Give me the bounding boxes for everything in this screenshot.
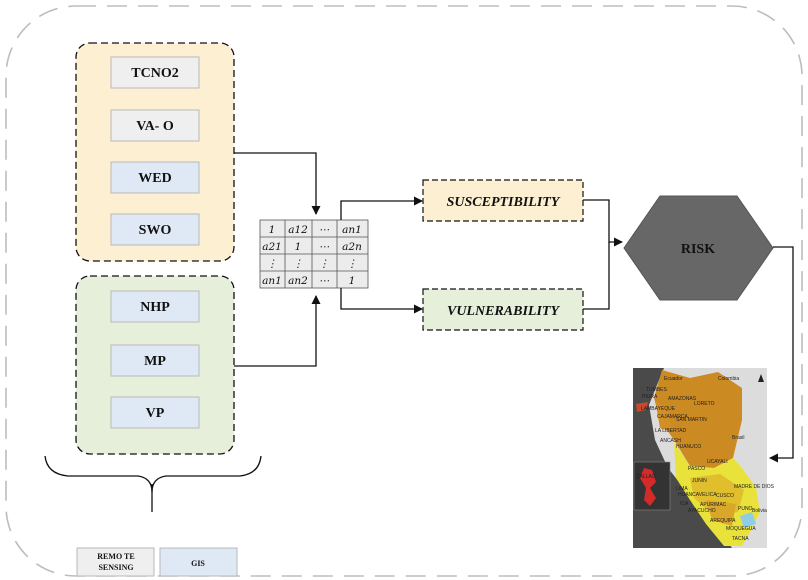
map-label: LORETO bbox=[694, 401, 715, 407]
map-label: CAJAMARCA bbox=[657, 414, 689, 420]
connector-susceptibility-to-risk bbox=[583, 199, 623, 247]
matrix-cell: ⋮ bbox=[319, 258, 330, 270]
map-label: LA LIBERTAD bbox=[655, 428, 687, 434]
map-label: AYACUCHO bbox=[688, 508, 716, 514]
map-label: UCAYALI bbox=[707, 459, 728, 465]
connector-rs-to-matrix bbox=[234, 152, 321, 215]
risk-map: Ecuador Colombia Brasil Bolivia LORETO A… bbox=[633, 368, 775, 548]
map-label: AREQUIPA bbox=[710, 518, 736, 524]
input-label: VP bbox=[146, 406, 165, 421]
matrix-cell: ⋮ bbox=[267, 258, 278, 270]
input-box-va-o: VA- O bbox=[110, 109, 200, 142]
legend-gis: GIS bbox=[159, 547, 238, 577]
susceptibility-label: SUSCEPTIBILITY bbox=[447, 195, 561, 210]
input-box-mp: MP bbox=[110, 344, 200, 377]
legend-remote-sensing: REMO TE SENSING bbox=[76, 547, 155, 577]
map-label: TACNA bbox=[732, 536, 749, 542]
map-label: JUNIN bbox=[692, 478, 707, 484]
susceptibility-box: SUSCEPTIBILITY bbox=[422, 179, 584, 222]
input-box-vp: VP bbox=[110, 396, 200, 429]
matrix-cell: an1 bbox=[342, 224, 362, 236]
legend-remote-sensing-line2: SENSING bbox=[98, 563, 133, 572]
risk-hexagon: RISK bbox=[623, 195, 774, 301]
grouping-brace bbox=[44, 455, 262, 493]
connector-risk-to-map bbox=[769, 246, 794, 463]
map-label: CALLAO bbox=[636, 474, 656, 480]
map-label: PUNO bbox=[738, 506, 753, 512]
map-label: ANCASH bbox=[660, 438, 681, 444]
input-label: MP bbox=[144, 354, 166, 369]
matrix-cell: 1 bbox=[295, 241, 302, 253]
matrix-cell: an1 bbox=[262, 275, 282, 287]
vulnerability-box: VULNERABILITY bbox=[422, 288, 584, 331]
input-box-wed: WED bbox=[110, 161, 200, 194]
input-label: WED bbox=[138, 171, 171, 186]
matrix-cell: a21 bbox=[262, 241, 282, 253]
matrix-cell: 1 bbox=[349, 275, 356, 287]
map-label: Ecuador bbox=[664, 376, 683, 382]
map-label: Bolivia bbox=[752, 508, 767, 514]
map-label: SAN MARTIN bbox=[676, 417, 707, 423]
input-label: VA- O bbox=[136, 119, 174, 134]
legend-remote-sensing-line1: REMO TE bbox=[97, 552, 134, 561]
matrix-cell: ⋮ bbox=[347, 258, 358, 270]
input-label: NHP bbox=[140, 300, 170, 315]
risk-label: RISK bbox=[681, 242, 715, 257]
map-label: CUSCO bbox=[716, 493, 734, 499]
legend-gis-label: GIS bbox=[191, 559, 205, 568]
connector-matrix-to-susceptibility bbox=[340, 196, 423, 220]
map-label: MOQUEGUA bbox=[726, 526, 756, 532]
map-label: LAMBAYEQUE bbox=[641, 406, 676, 412]
map-label: Brasil bbox=[732, 435, 745, 441]
remote-sensing-panel bbox=[75, 42, 235, 262]
matrix-cell: a12 bbox=[288, 224, 308, 236]
input-box-nhp: NHP bbox=[110, 290, 200, 323]
matrix-cell: ⋮ bbox=[293, 258, 304, 270]
connector-vulnerability-to-risk bbox=[583, 242, 610, 310]
connector-matrix-to-vulnerability bbox=[340, 288, 423, 314]
matrix-cell: an2 bbox=[288, 275, 308, 287]
map-label: HUANCAVELICA bbox=[678, 492, 717, 498]
connector-gis-to-matrix bbox=[234, 295, 321, 367]
input-label: SWO bbox=[139, 223, 172, 238]
matrix-cell: 1 bbox=[269, 224, 276, 236]
map-label: AMAZONAS bbox=[668, 396, 697, 402]
matrix-cell: ⋯ bbox=[319, 224, 330, 236]
map-label: APURIMAC bbox=[700, 502, 727, 508]
input-label: TCNO2 bbox=[131, 66, 178, 81]
map-label: HUANUCO bbox=[676, 444, 701, 450]
map-label: LIMA bbox=[676, 486, 688, 492]
map-label: PASCO bbox=[688, 466, 705, 472]
input-box-tcno2: TCNO2 bbox=[110, 56, 200, 89]
map-label: TUMBES bbox=[646, 387, 668, 393]
vulnerability-label: VULNERABILITY bbox=[447, 304, 560, 319]
map-label: PIURA bbox=[642, 394, 658, 400]
matrix-cell: ⋯ bbox=[319, 275, 330, 287]
legend-remote-sensing-label: REMO TE SENSING bbox=[97, 552, 134, 572]
map-label: Colombia bbox=[718, 376, 739, 382]
outer-frame bbox=[5, 5, 803, 577]
map-label: ICA bbox=[680, 501, 689, 507]
map-label: MADRE DE DIOS bbox=[734, 484, 775, 490]
pairwise-matrix: 1 a12 ⋯ an1 a21 1 ⋯ a2n ⋮ ⋮ ⋮ ⋮ an1 an2 … bbox=[259, 219, 369, 289]
matrix-cell: a2n bbox=[342, 241, 362, 253]
input-box-swo: SWO bbox=[110, 213, 200, 246]
matrix-cell: ⋯ bbox=[319, 241, 330, 253]
